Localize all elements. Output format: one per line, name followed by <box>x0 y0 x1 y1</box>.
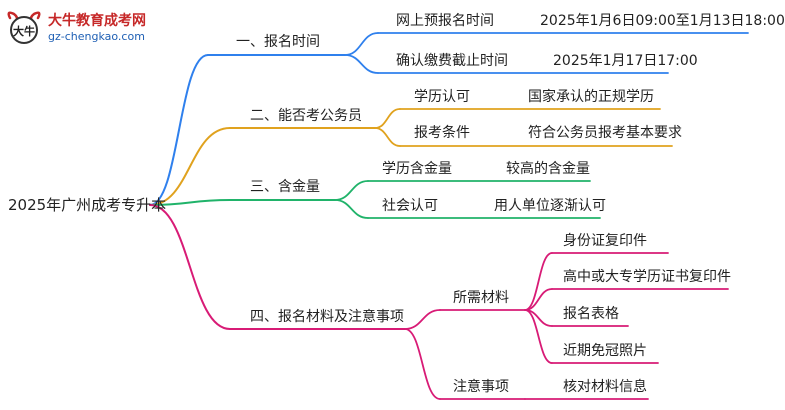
edge-b2-child1 <box>374 108 401 129</box>
edge-b1-child1 <box>344 32 379 56</box>
edge-b4-materials <box>404 309 441 330</box>
edge-material-4 <box>524 309 553 364</box>
logo-mark-text: 大牛 <box>13 24 35 38</box>
edge-root-branch1 <box>149 54 209 206</box>
edge-b4-notes <box>404 328 441 400</box>
sub-label-notes: 注意事项 <box>453 379 509 395</box>
sub-label-degree-value: 学历含金量 <box>382 161 452 177</box>
branch-label-civil-servant: 二、能否考公务员 <box>250 108 362 124</box>
branch-label-registration-time: 一、报名时间 <box>236 34 320 50</box>
logo-url: gz-chengkao.com <box>48 30 145 43</box>
edge-b2-child2 <box>374 127 401 147</box>
sub-value-degree-recognition: 国家承认的正规学历 <box>528 89 654 105</box>
edge-root-branch2 <box>149 127 231 206</box>
sub-label-online-prereg: 网上预报名时间 <box>396 13 494 29</box>
root-node-label: 2025年广州成考专升本 <box>8 196 167 214</box>
edge-root-branch3 <box>149 199 231 206</box>
material-item-id-copy: 身份证复印件 <box>563 233 647 249</box>
material-item-photo: 近期免冠照片 <box>563 343 647 359</box>
logo-title: 大牛教育成考网 <box>48 13 146 29</box>
mindmap-canvas <box>149 32 749 400</box>
sub-value-degree-value: 较高的含金量 <box>506 161 590 177</box>
material-item-diploma-copy: 高中或大专学历证书复印件 <box>563 269 731 285</box>
sub-value-payment-deadline: 2025年1月17日17:00 <box>553 53 698 69</box>
sub-label-required-materials: 所需材料 <box>453 290 509 306</box>
sub-label-social-recognition: 社会认可 <box>382 198 438 214</box>
sub-value-online-prereg: 2025年1月6日09:00至1月13日18:00 <box>540 13 785 29</box>
sub-value-exam-conditions: 符合公务员报考基本要求 <box>528 125 682 141</box>
edge-root-branch4 <box>149 204 231 330</box>
edge-b3-child1 <box>334 180 369 201</box>
branch-label-value: 三、含金量 <box>250 179 320 195</box>
sub-label-degree-recognition: 学历认可 <box>414 89 470 105</box>
edge-material-1 <box>524 252 553 311</box>
sub-label-exam-conditions: 报考条件 <box>414 125 470 141</box>
note-item-verify-info: 核对材料信息 <box>563 379 647 395</box>
mindmap-edges <box>149 32 749 400</box>
material-item-form: 报名表格 <box>563 306 619 322</box>
site-logo[interactable]: 大牛 大牛教育成考网 gz-chengkao.com <box>4 6 164 50</box>
bull-logo-icon: 大牛 <box>7 11 41 44</box>
sub-value-social-recognition: 用人单位逐渐认可 <box>494 198 606 214</box>
sub-label-payment-deadline: 确认缴费截止时间 <box>396 53 508 69</box>
branch-label-materials-notes: 四、报名材料及注意事项 <box>250 309 404 325</box>
edge-b1-child2 <box>344 54 379 74</box>
edge-b3-child2 <box>334 199 369 219</box>
